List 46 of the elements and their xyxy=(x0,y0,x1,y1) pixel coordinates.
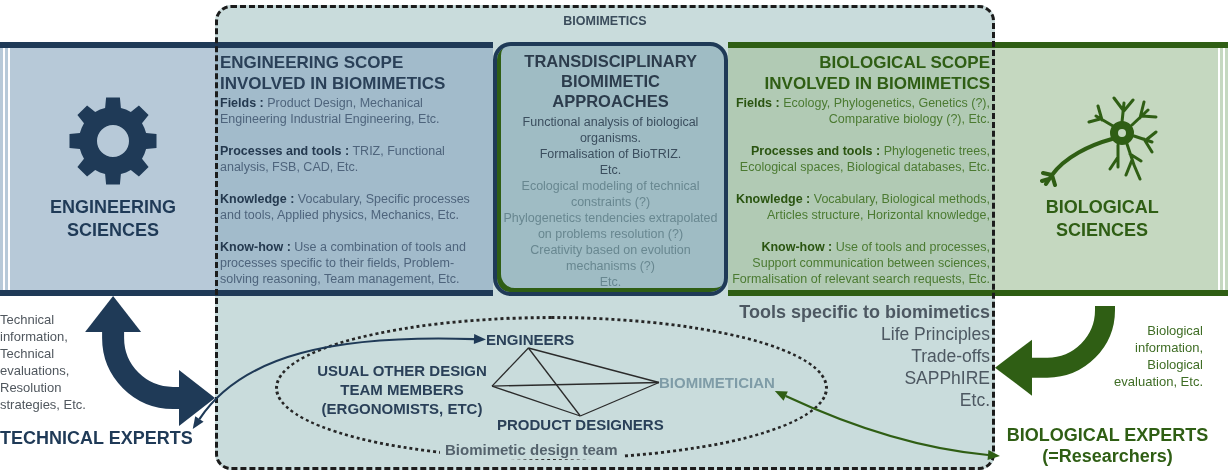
panel-heading: TRANSDISCIPLINARY BIOMIMETIC APPROACHES xyxy=(524,51,697,111)
edge-label: Technical information, Technical evaluations, Resolution strategies, Etc. xyxy=(0,311,87,413)
connector-line xyxy=(527,347,660,384)
science-band xyxy=(995,42,1228,296)
approach-text: Etc. xyxy=(599,162,622,178)
list-heading: Tools specific to biomimetics xyxy=(739,301,990,323)
connector-line xyxy=(527,347,581,417)
dashed-frame xyxy=(215,5,995,470)
approach-text: Formalisation of BioTRIZ. xyxy=(539,146,682,162)
band-title: BIOLOGICAL SCIENCES xyxy=(1045,196,1159,242)
approach-text: Functional analysis of biological organisms. xyxy=(521,114,700,146)
edge-label: Biological information, Biological evaluation, Etc. xyxy=(1113,322,1203,390)
list-item: Etc. xyxy=(959,389,990,411)
scope-panel xyxy=(215,42,493,296)
curved-double-arrow xyxy=(192,334,486,429)
expert-label: BIOLOGICAL EXPERTS (=Researchers) xyxy=(1000,425,1215,467)
band-title: ENGINEERING SCIENCES xyxy=(50,196,176,242)
scope-panel xyxy=(728,42,995,296)
ellipse-caption: Biomimetic design team xyxy=(440,441,623,459)
curved-double-arrow xyxy=(85,296,215,426)
role-label: BIOMIMETICIAN xyxy=(659,374,775,391)
scope-paragraph: Processes and tools : Phylogenetic trees, Ecological spaces, Biological databases, Etc. xyxy=(738,143,990,175)
connector-line xyxy=(491,381,660,387)
list-item: SAPPhIRE xyxy=(904,367,990,389)
scope-paragraph: Knowledge : Vocabulary, Specific processes and tools, Applied physics, Mechanics, Etc. xyxy=(220,191,471,223)
expert-label: TECHNICAL EXPERTS xyxy=(0,428,193,449)
panel-heading: ENGINEERING SCOPE INVOLVED IN BIOMIMETICS xyxy=(220,52,447,94)
panel-heading: BIOLOGICAL SCOPE INVOLVED IN BIOMIMETICS xyxy=(763,52,990,94)
list-item: Trade-offs xyxy=(911,345,990,367)
science-band xyxy=(0,42,215,296)
role-label: PRODUCT DESIGNERS xyxy=(497,416,664,433)
connector-line xyxy=(491,385,581,417)
role-label: ENGINEERS xyxy=(486,331,575,348)
rounded-panel xyxy=(493,42,728,296)
connector-line xyxy=(579,381,660,417)
scope-paragraph: Know-how : Use a combination of tools and processes specific to their fields, Problem-solving reasoning, Team management, Etc. xyxy=(220,239,467,287)
scope-paragraph: Fields : Ecology, Phylogenetics, Genetics (?), Comparative biology (?), Etc. xyxy=(734,95,990,127)
scope-paragraph: Know-how : Use of tools and processes, Support communication between sciences, Formalisation of relevant search requests, Etc. xyxy=(731,239,990,287)
role-label: USUAL OTHER DESIGN TEAM MEMBERS (ERGONOMISTS, ETC) xyxy=(312,361,492,418)
scope-paragraph: Knowledge : Vocabulary, Biological methods, Articles structure, Horizontal knowledge, xyxy=(734,191,990,223)
list-item: Life Principles xyxy=(881,323,990,345)
frame-title: BIOMIMETICS xyxy=(563,14,647,29)
connector-line xyxy=(491,347,530,387)
scope-paragraph: Fields : Product Design, Mechanical Engineering Industrial Engineering, Etc. xyxy=(220,95,441,127)
scope-paragraph: Processes and tools : TRIZ, Functional analysis, FSB, CAD, Etc. xyxy=(220,143,446,175)
curved-double-arrow xyxy=(774,391,1000,460)
